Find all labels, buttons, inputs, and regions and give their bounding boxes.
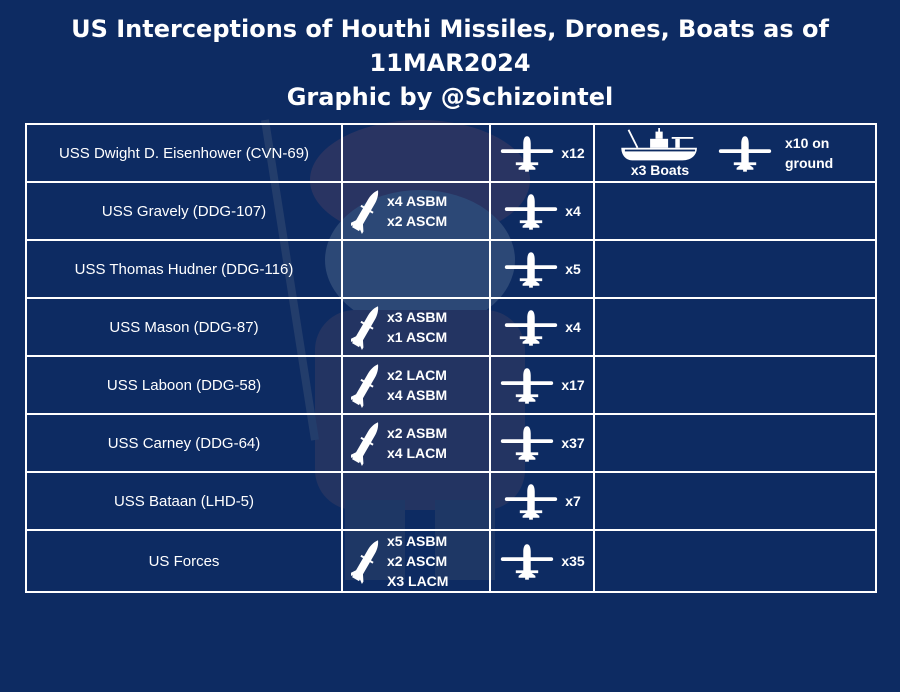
drone-icon	[503, 308, 559, 346]
title-line1: US Interceptions of Houthi Missiles, Dro…	[71, 15, 829, 77]
ship-name: USS Gravely (DDG-107)	[25, 181, 343, 241]
missile-count: x1 ASCM	[387, 329, 448, 345]
missile-counts: x5 ASBM x2 ASCM X3 LACM	[387, 532, 449, 590]
interceptions-table: USS Dwight D. Eisenhower (CVN-69) x12 x3 B…	[25, 123, 877, 593]
drone-icon	[499, 134, 555, 172]
drone-count: x5	[565, 261, 581, 277]
drone-count: x4	[565, 203, 581, 219]
ship-name: USS Bataan (LHD-5)	[25, 471, 343, 531]
missile-count: x2 ASCM	[387, 553, 448, 569]
ship-name: USS Laboon (DDG-58)	[25, 355, 343, 415]
table-row: USS Bataan (LHD-5) x7	[25, 471, 877, 531]
table-row: USS Thomas Hudner (DDG-116) x5	[25, 239, 877, 299]
extra-cell	[593, 181, 877, 241]
extra-cell	[593, 413, 877, 473]
table-row: USS Carney (DDG-64) x2 ASBM x4 LACM x37	[25, 413, 877, 473]
missile-cell	[341, 239, 491, 299]
missile-icon	[351, 302, 381, 352]
missile-count: x4 ASBM	[387, 193, 448, 209]
missile-count: x2 LACM	[387, 367, 447, 383]
drone-count: x12	[561, 145, 585, 161]
missile-count: x5 ASBM	[387, 533, 448, 549]
missile-count: x2 ASBM	[387, 425, 448, 441]
ship-name: USS Mason (DDG-87)	[25, 297, 343, 357]
extra-cell	[593, 297, 877, 357]
drone-cell: x12	[489, 123, 595, 183]
drone-icon	[503, 482, 559, 520]
ship-name: US Forces	[25, 529, 343, 593]
drone-icon	[499, 366, 555, 404]
ship-name: USS Carney (DDG-64)	[25, 413, 343, 473]
extra-cell	[593, 355, 877, 415]
missile-cell: x2 LACM x4 ASBM	[341, 355, 491, 415]
ship-name: USS Dwight D. Eisenhower (CVN-69)	[25, 123, 343, 183]
missile-count: x4 LACM	[387, 445, 447, 461]
missile-counts: x2 LACM x4 ASBM	[387, 365, 447, 405]
title-line2: Graphic by @Schizointel	[286, 83, 614, 111]
missile-cell	[341, 471, 491, 531]
title: US Interceptions of Houthi Missiles, Dro…	[0, 12, 900, 114]
drone-count: x4	[565, 319, 581, 335]
drone-count: x17	[561, 377, 585, 393]
extra-cell	[593, 471, 877, 531]
table-row: USS Mason (DDG-87) x3 ASBM x1 ASCM x4	[25, 297, 877, 357]
drone-icon	[503, 192, 559, 230]
boat-count: x3 Boats	[630, 162, 690, 178]
table-row: USS Dwight D. Eisenhower (CVN-69) x12 x3 B…	[25, 123, 877, 183]
table-row: US Forces x5 ASBM x2 ASCM X3 LACM x35	[25, 529, 877, 593]
missile-count: x3 ASBM	[387, 309, 448, 325]
ground-count: x10 on ground	[785, 133, 833, 173]
ground-count-line: x10 on	[785, 135, 830, 151]
drone-cell: x35	[489, 529, 595, 593]
ship-name: USS Thomas Hudner (DDG-116)	[25, 239, 343, 299]
missile-cell: x2 ASBM x4 LACM	[341, 413, 491, 473]
drone-icon	[499, 424, 555, 462]
drone-count: x37	[561, 435, 585, 451]
drone-icon	[503, 250, 559, 288]
table-row: USS Laboon (DDG-58) x2 LACM x4 ASBM x17	[25, 355, 877, 415]
drone-cell: x4	[489, 181, 595, 241]
extra-cell	[593, 239, 877, 299]
missile-counts: x2 ASBM x4 LACM	[387, 423, 447, 463]
extra-cell: x3 Boats x10 on ground	[593, 123, 877, 183]
table-row: USS Gravely (DDG-107) x4 ASBM x2 ASCM x4	[25, 181, 877, 241]
missile-count: x2 ASCM	[387, 213, 448, 229]
boat-icon	[615, 128, 705, 164]
missile-counts: x4 ASBM x2 ASCM	[387, 191, 447, 231]
extra-cell	[593, 529, 877, 593]
missile-counts: x3 ASBM x1 ASCM	[387, 307, 447, 347]
missile-icon	[351, 536, 381, 586]
missile-count: X3 LACM	[387, 573, 449, 589]
missile-cell: x5 ASBM x2 ASCM X3 LACM	[341, 529, 491, 593]
missile-cell: x4 ASBM x2 ASCM	[341, 181, 491, 241]
missile-icon	[351, 418, 381, 468]
drone-count: x7	[565, 493, 581, 509]
missile-cell	[341, 123, 491, 183]
missile-icon	[351, 186, 381, 236]
drone-cell: x4	[489, 297, 595, 357]
drone-cell: x37	[489, 413, 595, 473]
missile-icon	[351, 360, 381, 410]
missile-count: x4 ASBM	[387, 387, 448, 403]
drone-cell: x7	[489, 471, 595, 531]
drone-count: x35	[561, 553, 585, 569]
ground-count-line: ground	[785, 155, 834, 171]
drone-cell: x17	[489, 355, 595, 415]
drone-icon	[499, 542, 555, 580]
drone-cell: x5	[489, 239, 595, 299]
drone-icon	[717, 134, 773, 172]
missile-cell: x3 ASBM x1 ASCM	[341, 297, 491, 357]
